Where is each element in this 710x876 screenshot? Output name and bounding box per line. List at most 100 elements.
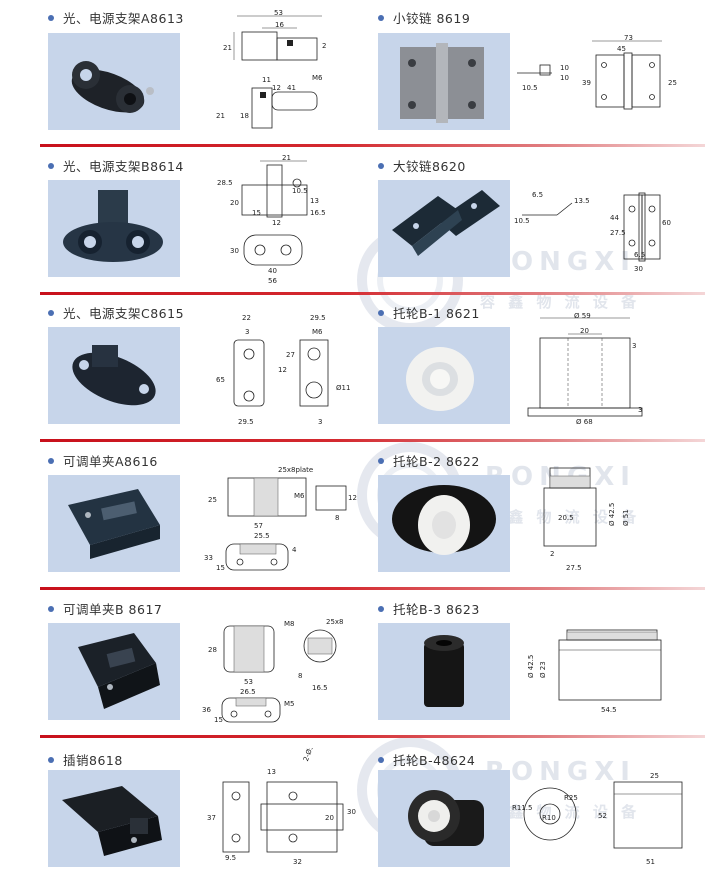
dim-label: 56	[268, 277, 277, 285]
product-title: 大铰链8620	[378, 156, 466, 175]
product-photo	[48, 623, 180, 720]
product-title: 可调单夹B 8617	[48, 599, 162, 618]
dim-label: 25x8plate	[278, 466, 313, 474]
dim-label: 9.5	[225, 854, 236, 862]
product-photo	[378, 770, 510, 867]
dim-label: 52	[598, 812, 607, 820]
dim-label: 6.5	[634, 251, 645, 259]
dim-label: 16.5	[310, 209, 326, 217]
dim-label: 10.5	[292, 187, 308, 195]
product-title: 光、电源支架C8615	[48, 303, 184, 322]
bullet-icon	[378, 606, 384, 612]
dim-label: 37	[207, 814, 216, 822]
dim-label: 39	[582, 79, 591, 87]
technical-drawing: 6.5 10.5 13.5 44 27.5 6.5 60 30	[512, 185, 702, 275]
dim-label: 16	[275, 21, 284, 29]
product-title: 小铰链 8619	[378, 8, 470, 27]
dim-label: 3	[632, 342, 636, 350]
bullet-icon	[378, 458, 384, 464]
dim-label: Ø 51	[622, 509, 630, 526]
dim-label: 41	[287, 84, 296, 92]
dim-label: 29.5	[310, 314, 326, 322]
dim-label: M8	[284, 620, 295, 628]
section-divider	[40, 439, 705, 442]
dim-label: 60	[662, 219, 671, 227]
dim-label: M6	[294, 492, 305, 500]
dim-label: 8	[335, 514, 339, 522]
dim-label: 73	[624, 35, 633, 42]
dim-label: 18	[240, 112, 249, 120]
section-divider	[40, 292, 705, 295]
section-divider	[40, 144, 705, 147]
dim-label: 40	[268, 267, 277, 275]
dim-label: 25	[668, 79, 677, 87]
dim-label: 12	[278, 366, 287, 374]
dim-label: 53	[244, 678, 253, 686]
dim-label: R11.5	[512, 804, 532, 812]
product-photo	[48, 180, 180, 277]
bullet-icon	[48, 15, 54, 21]
dim-label: 13.5	[574, 197, 590, 205]
product-photo	[48, 475, 180, 572]
dim-label: 13	[310, 197, 319, 205]
technical-drawing: Ø 42.5 Ø 23 54.5	[515, 622, 675, 717]
dim-label: Ø11	[336, 384, 350, 392]
section-divider	[40, 587, 705, 590]
technical-drawing: 22 3 65 29.5 29.5 M6 27 12 Ø11 3	[212, 312, 362, 430]
dim-label: 27	[286, 351, 295, 359]
dim-label: 15	[252, 209, 261, 217]
dim-label: 29.5	[238, 418, 254, 426]
dim-label: M6	[312, 328, 323, 336]
bullet-icon	[48, 606, 54, 612]
dim-label: 54.5	[601, 706, 617, 714]
product-photo	[48, 770, 180, 867]
dim-label: M5	[284, 700, 295, 708]
dim-label: 20	[325, 814, 334, 822]
bullet-icon	[48, 458, 54, 464]
dim-label: 15	[214, 716, 223, 724]
dim-label: 21	[216, 112, 225, 120]
dim-label: 2-Ø5	[302, 748, 315, 762]
bullet-icon	[378, 15, 384, 21]
dim-label: 12	[272, 84, 281, 92]
dim-label: 4	[292, 546, 297, 554]
technical-drawing: 28 M8 25x8 8 16.5 53 26.5 M5 36 15	[200, 612, 360, 730]
dim-label: 25x8	[326, 618, 344, 626]
dim-label: 27.5	[566, 564, 582, 572]
section-divider	[40, 735, 705, 738]
dim-label: 28.5	[217, 179, 233, 187]
dim-label: 45	[617, 45, 626, 53]
technical-drawing: Ø 59 20 3 3 Ø 68	[520, 312, 650, 427]
dim-label: 28	[208, 646, 217, 654]
bullet-icon	[378, 757, 384, 763]
technical-drawing: 21 28.5 10.5 20 13 16.5 12 15 30 40 56	[212, 155, 342, 287]
dim-label: 12	[272, 219, 281, 227]
dim-label: 21	[223, 44, 232, 52]
dim-label: Ø 42.5	[608, 503, 616, 526]
product-title: 托轮B-2 8622	[378, 451, 480, 470]
dim-label: 2	[550, 550, 554, 558]
product-title: 插销8618	[48, 750, 123, 769]
dim-label: 30	[347, 808, 356, 816]
dim-label: 36	[202, 706, 211, 714]
dim-label: Ø 68	[576, 418, 593, 426]
dim-label: 3	[638, 406, 642, 414]
dim-label: 30	[634, 265, 643, 273]
technical-drawing: 10.5 10 10 73 45 39 25	[512, 35, 702, 130]
dim-label: 20.5	[558, 514, 574, 522]
bullet-icon	[48, 310, 54, 316]
dim-label: 10.5	[514, 217, 530, 225]
dim-label: 10	[560, 74, 569, 82]
dim-label: 10.5	[522, 84, 538, 92]
product-photo	[378, 327, 510, 424]
product-title: 可调单夹A8616	[48, 451, 158, 470]
dim-label: M6	[312, 74, 323, 82]
dim-label: 11	[262, 76, 271, 84]
product-title: 光、电源支架B8614	[48, 156, 184, 175]
dim-label: R10	[542, 814, 556, 822]
product-title: 托轮B-3 8623	[378, 599, 480, 618]
dim-label: 44	[610, 214, 619, 222]
dim-label: 53	[274, 10, 283, 17]
dim-label: 16.5	[312, 684, 328, 692]
product-photo	[378, 180, 510, 277]
